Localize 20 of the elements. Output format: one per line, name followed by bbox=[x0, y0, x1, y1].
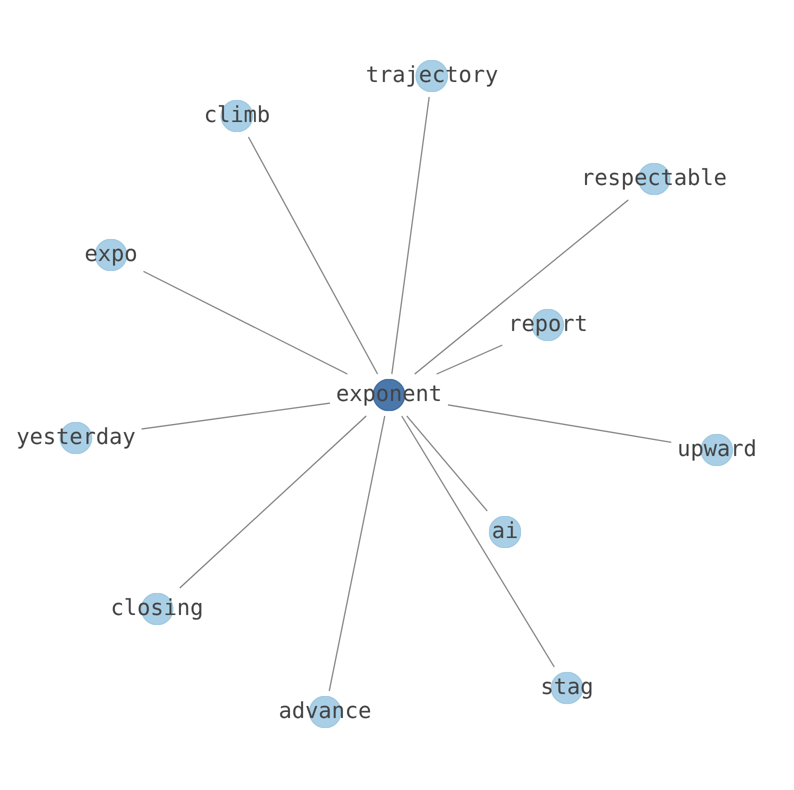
graph-node: upward bbox=[676, 434, 758, 466]
edge-line bbox=[248, 136, 378, 374]
edge-line bbox=[143, 270, 348, 375]
edge-line bbox=[448, 404, 672, 443]
graph-node: ai bbox=[489, 516, 521, 548]
graph-node: climb bbox=[202, 100, 272, 132]
graph-node: expo bbox=[84, 239, 138, 271]
edge-line bbox=[179, 416, 367, 588]
edge-line bbox=[414, 200, 629, 374]
graph-node: trajectory bbox=[364, 60, 500, 92]
edge-line bbox=[401, 416, 555, 668]
edge-line bbox=[406, 416, 488, 512]
graph-node: advance bbox=[278, 696, 372, 728]
graph-node: closing bbox=[110, 593, 204, 625]
graph-node: stag bbox=[540, 672, 594, 704]
edge-line bbox=[391, 96, 430, 374]
edge-line bbox=[328, 416, 386, 692]
graph-node: yesterday bbox=[15, 422, 137, 454]
edge-line bbox=[142, 402, 330, 430]
edge-line bbox=[436, 344, 502, 375]
